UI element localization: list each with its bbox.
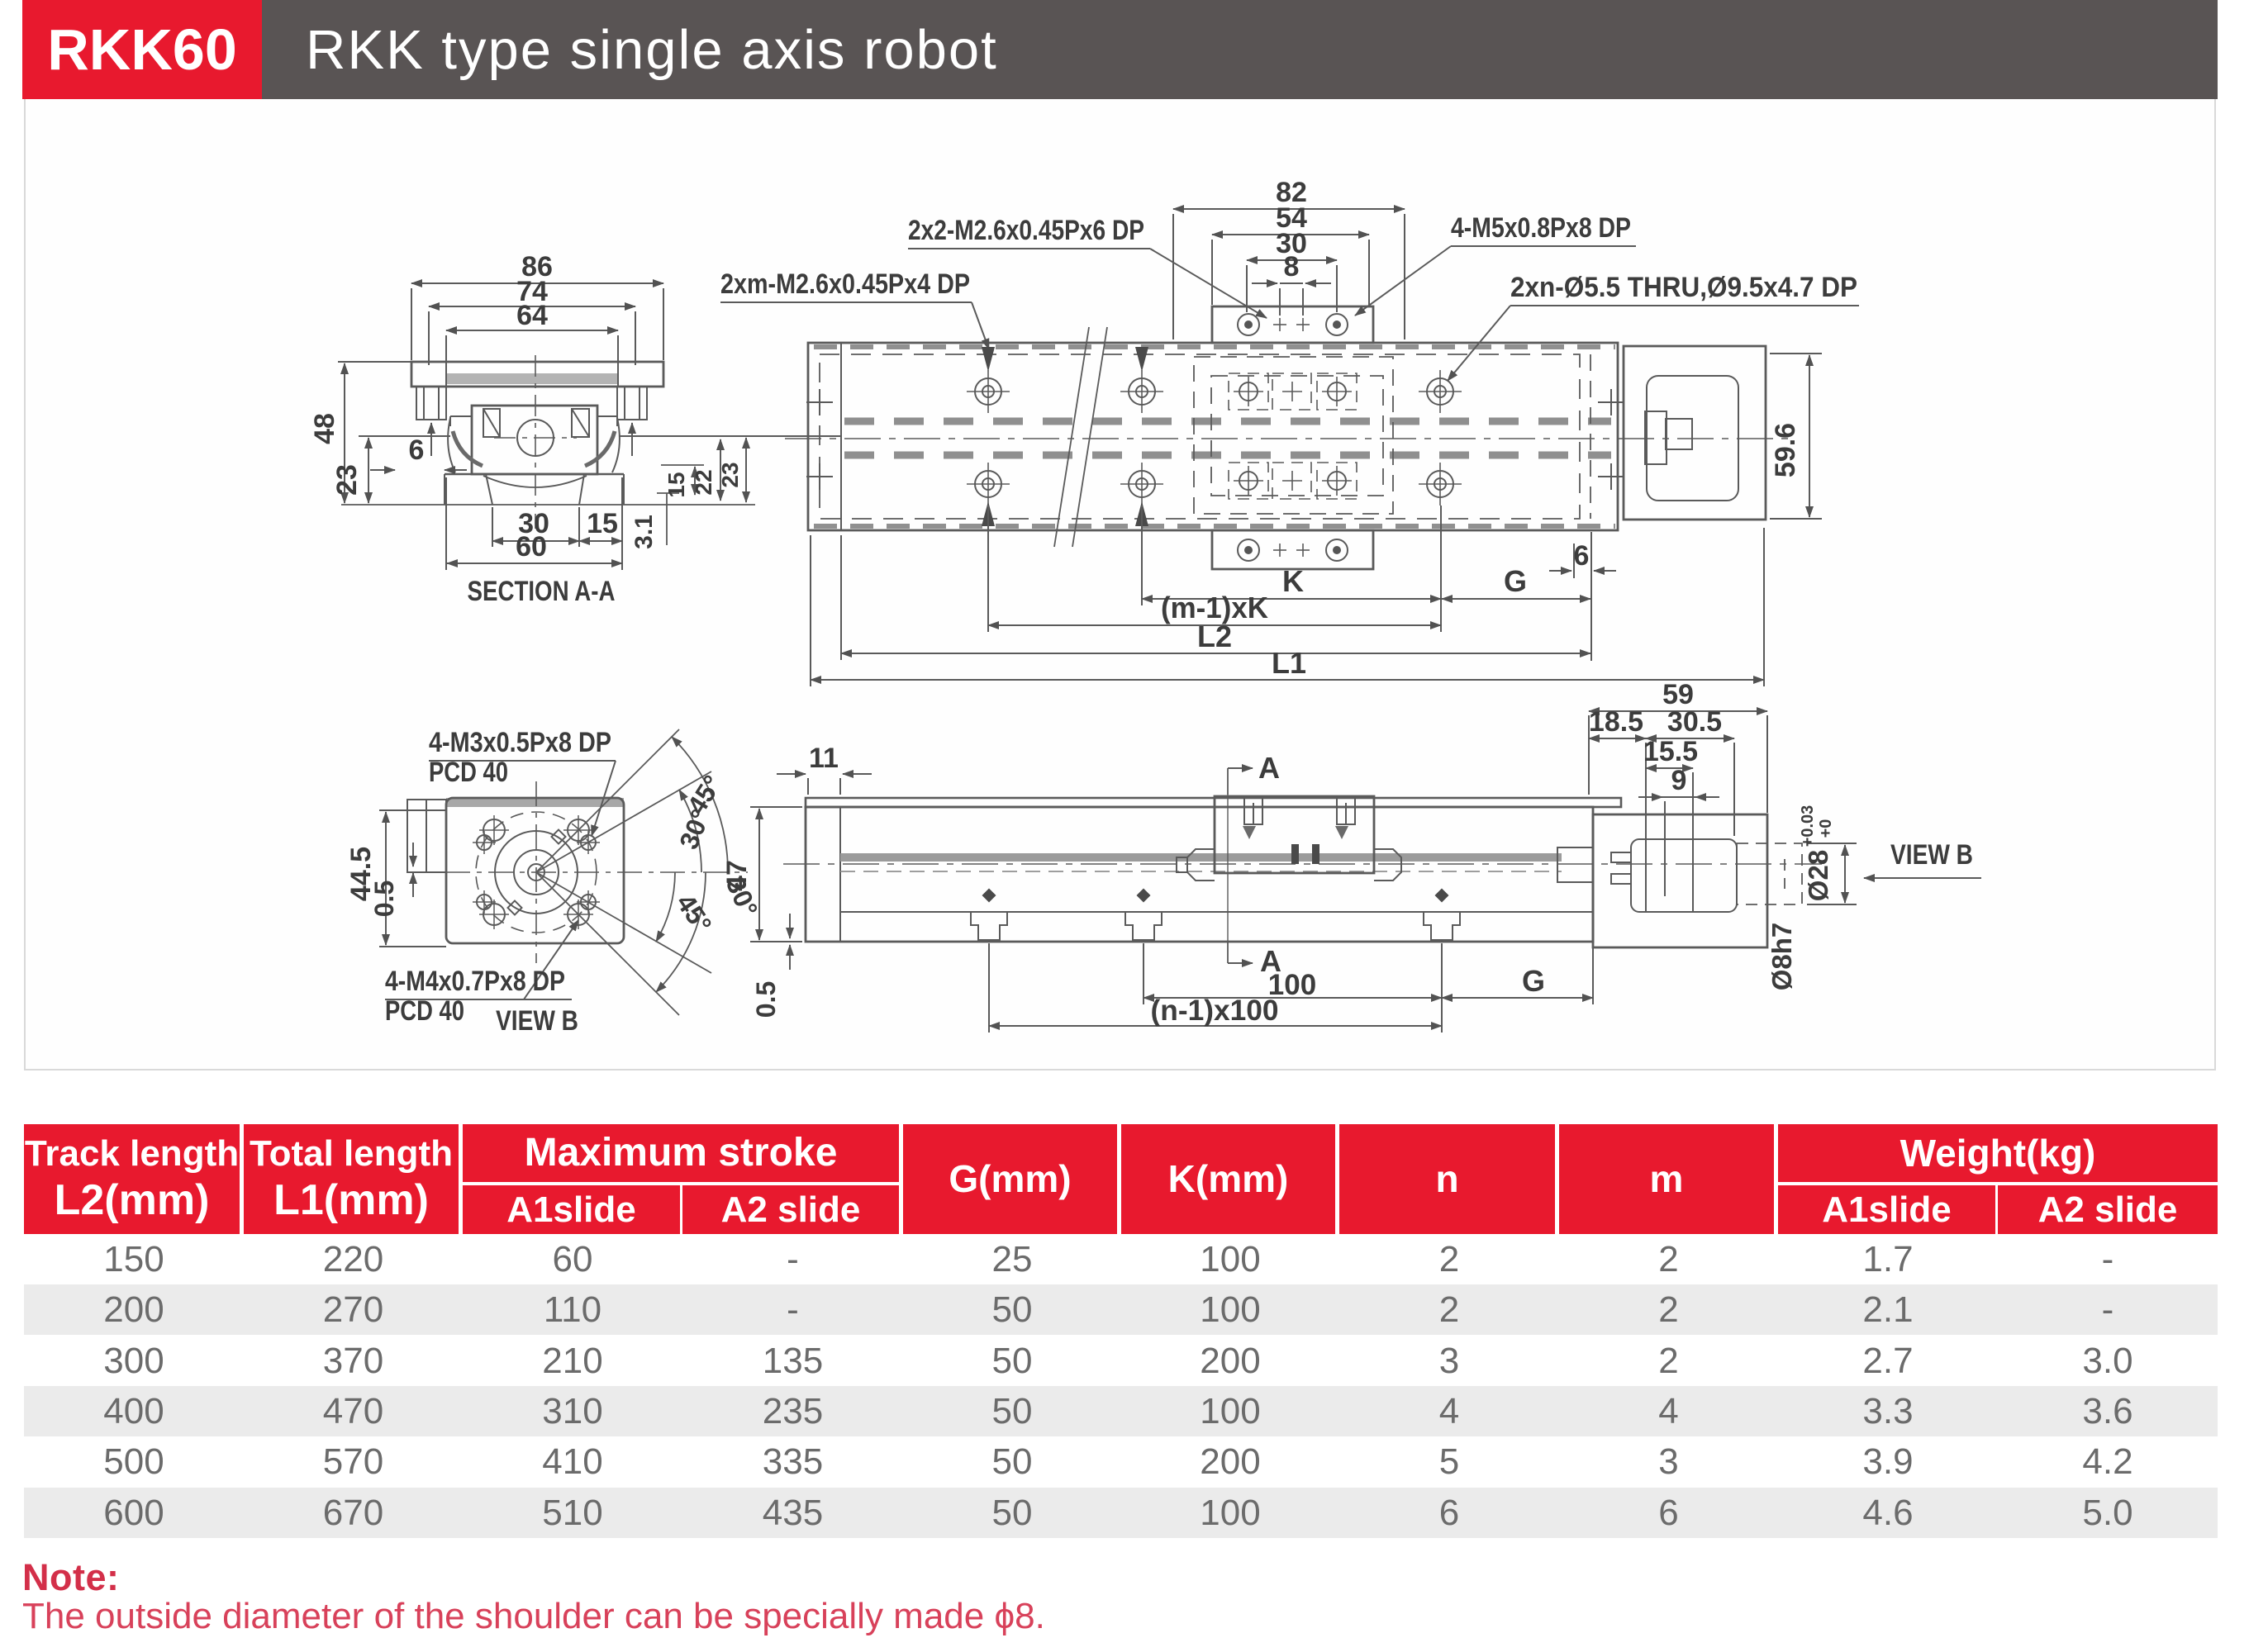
- svg-text:G: G: [1522, 964, 1545, 998]
- svg-text:VIEW B: VIEW B: [1890, 839, 1973, 871]
- svg-text:11: 11: [809, 743, 839, 774]
- svg-text:(m-1)xK: (m-1)xK: [1161, 591, 1268, 624]
- svg-text:4-M4x0.7Px8 DP: 4-M4x0.7Px8 DP: [385, 966, 565, 997]
- svg-text:+0.03: +0.03: [1799, 805, 1817, 847]
- svg-text:60: 60: [516, 531, 547, 563]
- svg-text:0.5: 0.5: [369, 881, 399, 917]
- svg-text:30: 30: [1276, 228, 1307, 259]
- svg-text:G: G: [1504, 564, 1527, 598]
- svg-text:PCD 40: PCD 40: [429, 757, 508, 788]
- svg-text:15: 15: [663, 472, 689, 497]
- svg-text:K: K: [1282, 564, 1304, 598]
- svg-text:L1: L1: [1272, 646, 1306, 680]
- svg-text:82: 82: [1276, 177, 1307, 208]
- svg-text:4-M3x0.5Px8 DP: 4-M3x0.5Px8 DP: [429, 727, 611, 758]
- svg-text:59.6: 59.6: [1770, 423, 1801, 477]
- svg-text:23: 23: [717, 462, 743, 487]
- svg-text:A: A: [1258, 751, 1280, 785]
- svg-text:30.5: 30.5: [1667, 706, 1722, 738]
- svg-text:45°: 45°: [671, 889, 718, 938]
- svg-text:48: 48: [309, 413, 340, 444]
- svg-text:+0: +0: [1817, 819, 1835, 838]
- svg-text:44.5: 44.5: [345, 847, 377, 901]
- svg-text:PCD 40: PCD 40: [385, 995, 464, 1027]
- svg-text:3.1: 3.1: [630, 515, 658, 549]
- svg-text:22: 22: [691, 469, 716, 495]
- svg-text:A: A: [1260, 944, 1281, 978]
- svg-text:74: 74: [516, 276, 548, 307]
- svg-text:15.5: 15.5: [1643, 736, 1698, 767]
- svg-text:100: 100: [1268, 969, 1316, 1001]
- svg-text:2xm-M2.6x0.45Px4 DP: 2xm-M2.6x0.45Px4 DP: [720, 268, 970, 300]
- svg-text:Ø28: Ø28: [1803, 850, 1833, 901]
- svg-text:15: 15: [587, 508, 618, 539]
- svg-text:86: 86: [521, 251, 553, 282]
- svg-text:VIEW B: VIEW B: [496, 1005, 578, 1037]
- svg-text:2xn-Ø5.5 THRU,Ø9.5x4.7 DP: 2xn-Ø5.5 THRU,Ø9.5x4.7 DP: [1510, 272, 1857, 303]
- svg-text:SECTION A-A: SECTION A-A: [468, 576, 616, 607]
- svg-text:2x2-M2.6x0.45Px6 DP: 2x2-M2.6x0.45Px6 DP: [908, 215, 1144, 246]
- svg-text:9: 9: [1671, 765, 1687, 796]
- svg-text:0.5: 0.5: [751, 981, 781, 1018]
- svg-text:59: 59: [1662, 679, 1694, 710]
- svg-text:23: 23: [331, 464, 363, 496]
- svg-text:8: 8: [1284, 251, 1300, 282]
- svg-text:Ø8h7: Ø8h7: [1766, 923, 1797, 991]
- svg-text:18.5: 18.5: [1589, 706, 1643, 738]
- svg-text:30: 30: [518, 508, 549, 539]
- svg-text:64: 64: [516, 300, 548, 331]
- svg-text:L2: L2: [1197, 620, 1232, 653]
- svg-text:4-M5x0.8Px8 DP: 4-M5x0.8Px8 DP: [1451, 212, 1631, 244]
- svg-text:6: 6: [409, 434, 425, 466]
- svg-text:47: 47: [721, 860, 753, 891]
- svg-text:6: 6: [1574, 540, 1590, 572]
- svg-text:54: 54: [1276, 202, 1307, 234]
- svg-text:(n-1)x100: (n-1)x100: [1151, 995, 1279, 1027]
